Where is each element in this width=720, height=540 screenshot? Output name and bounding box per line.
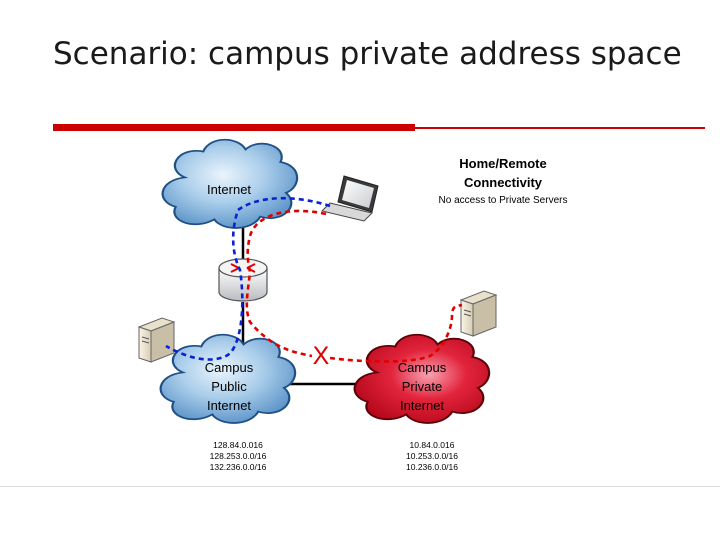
home-remote-heading-line2: Connectivity (464, 175, 543, 190)
campus-private-label-line1: Campus (398, 360, 447, 375)
private-server-icon (459, 290, 498, 337)
public-range-1: 128.84.0.016 (213, 440, 263, 450)
home-remote-heading-line1: Home/Remote (459, 156, 546, 171)
campus-private-label-line3: Internet (400, 398, 444, 413)
public-range-3: 132.236.0.0/16 (210, 462, 267, 472)
campus-private-label-line2: Private (402, 379, 442, 394)
footer-divider (0, 486, 720, 487)
path-laptop-to-public-server (165, 196, 331, 361)
laptop-icon (321, 175, 379, 222)
public-range-2: 128.253.0.0/16 (210, 451, 267, 461)
blocked-x-marker: X (313, 342, 330, 370)
path-blocked-to-private-server (329, 303, 463, 363)
campus-public-label-line1: Campus (205, 360, 254, 375)
private-range-3: 10.236.0.0/16 (406, 462, 458, 472)
campus-public-label-line3: Internet (207, 398, 251, 413)
private-range-2: 10.253.0.0/16 (406, 451, 458, 461)
title-underline-accent (53, 124, 415, 131)
path-laptop-to-private-blocked (245, 209, 327, 358)
slide-title: Scenario: campus private address space (53, 36, 682, 72)
private-range-1: 10.84.0.016 (410, 440, 455, 450)
title-underline-thin (415, 127, 705, 129)
campus-public-label-line2: Public (211, 379, 247, 394)
public-server-icon (137, 317, 176, 363)
internet-label: Internet (207, 182, 251, 197)
home-remote-note: No access to Private Servers (439, 195, 568, 206)
